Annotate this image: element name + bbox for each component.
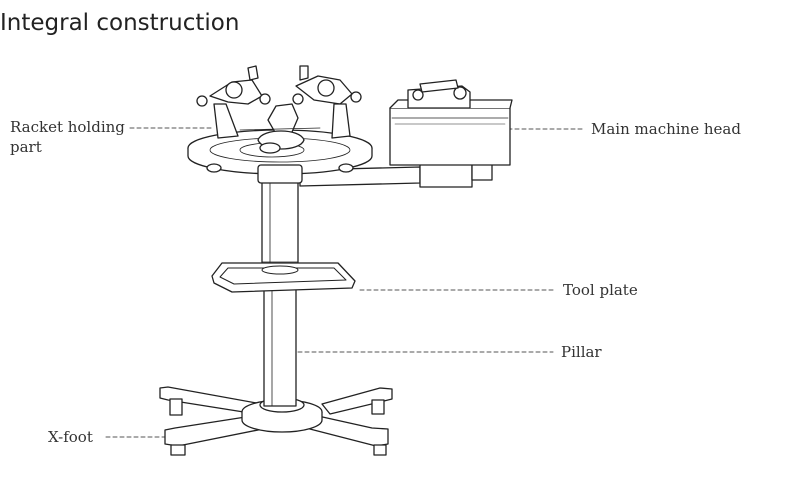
main-machine-head [389, 79, 513, 166]
leader-lines [105, 127, 584, 438]
pillar [261, 181, 299, 407]
label-main-machine-head: Main machine head [591, 120, 741, 138]
racket-holding-part [196, 65, 362, 154]
page-title: Integral construction [0, 10, 240, 36]
label-pillar: Pillar [561, 343, 602, 361]
tool-plate [211, 262, 356, 293]
label-racket-holding: Racket holding part [10, 117, 125, 157]
label-racket-holding-line2: part [10, 138, 42, 156]
label-x-foot: X-foot [48, 428, 93, 446]
label-tool-plate: Tool plate [563, 281, 638, 299]
x-foot-right-arm [321, 387, 393, 415]
label-racket-holding-line1: Racket holding [10, 118, 125, 136]
